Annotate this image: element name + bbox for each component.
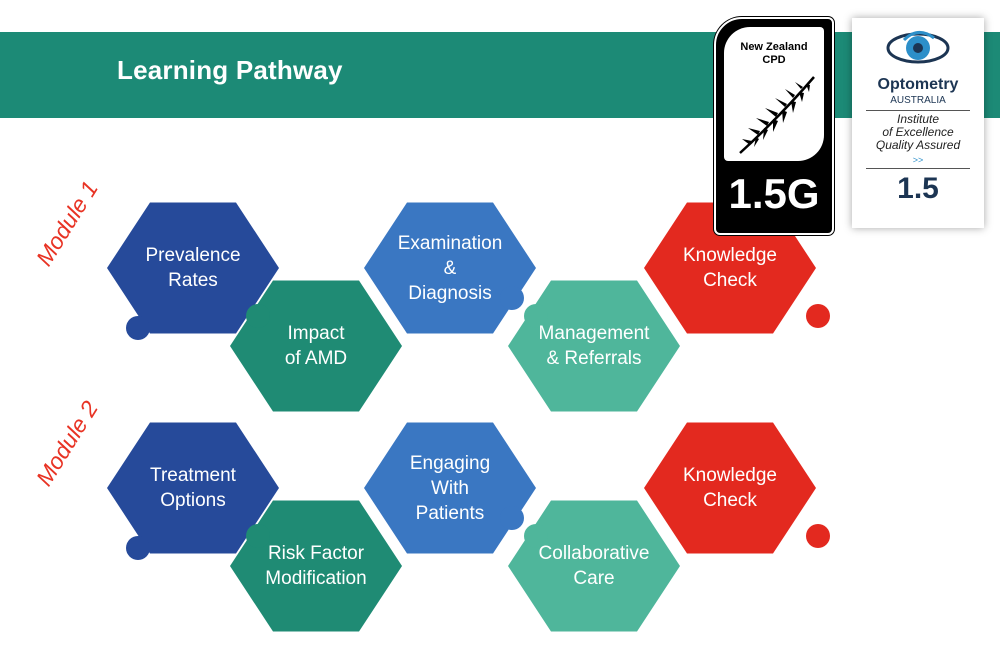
step-label: Knowledge Check: [682, 245, 778, 291]
puzzle-knob: [524, 304, 548, 328]
puzzle-piece: [644, 202, 830, 334]
step-label: Impact of AMD: [284, 323, 348, 369]
divider: [866, 110, 970, 111]
step-label: Examination & Diagnosis: [397, 232, 503, 304]
hex-shape: [364, 422, 536, 554]
puzzle-piece: [107, 202, 279, 340]
puzzle-knob: [524, 524, 548, 548]
puzzle-piece: [508, 280, 680, 412]
optometry-cpd-points: 1.5: [897, 172, 939, 205]
puzzle-piece: [508, 500, 680, 632]
puzzle-piece: [230, 500, 402, 632]
step-label: Management & Referrals: [538, 323, 650, 369]
optometry-australia-badge: Optometry AUSTRALIA Institute of Excelle…: [852, 18, 984, 228]
puzzle-piece: [364, 202, 536, 334]
puzzle-knob: [246, 524, 270, 548]
optometry-quality-text: Institute of Excellence Quality Assured: [875, 112, 961, 152]
step-label: Knowledge Check: [682, 465, 778, 511]
hex-shape: [364, 202, 536, 334]
step-label: Collaborative Care: [538, 543, 650, 589]
page-title: Learning Pathway: [117, 55, 343, 85]
nz-cpd-title: New Zealand CPD: [740, 41, 808, 66]
hex-shape: [644, 422, 816, 554]
hex-shape: [107, 422, 279, 554]
puzzle-knob: [500, 286, 524, 310]
fern-icon: [739, 76, 815, 154]
hex-shape: [508, 280, 680, 412]
puzzle-piece: [644, 422, 830, 554]
hex-shape: [107, 202, 279, 334]
nz-cpd-points: 1.5G: [728, 170, 820, 217]
optometry-name: Optometry: [877, 76, 959, 93]
nz-cpd-badge: New Zealand CPD 1.5G: [714, 17, 834, 235]
optometry-subtitle: AUSTRALIA: [890, 95, 946, 106]
puzzle-knob: [246, 304, 270, 328]
puzzle-piece: [107, 422, 279, 560]
puzzle-knob: [500, 506, 524, 530]
puzzle-knob: [126, 536, 150, 560]
eye-logo-icon: [886, 31, 950, 64]
step-label: Prevalence Rates: [145, 245, 241, 291]
step-label: Treatment Options: [150, 465, 236, 511]
hex-shape: [230, 500, 402, 632]
puzzle-knob: [806, 524, 830, 548]
step-label: Risk Factor Modification: [265, 543, 367, 589]
double-chevron-icon: >>: [912, 155, 924, 165]
nz-cpd-badge-top: New Zealand CPD: [724, 27, 824, 161]
hex-shape: [508, 500, 680, 632]
step-label: Engaging With Patients: [409, 452, 491, 524]
puzzle-piece: [364, 422, 536, 554]
puzzle-knob: [126, 316, 150, 340]
hex-shape: [230, 280, 402, 412]
puzzle-knob: [806, 304, 830, 328]
hex-shape: [644, 202, 816, 334]
divider: [866, 168, 970, 169]
puzzle-piece: [230, 280, 402, 412]
